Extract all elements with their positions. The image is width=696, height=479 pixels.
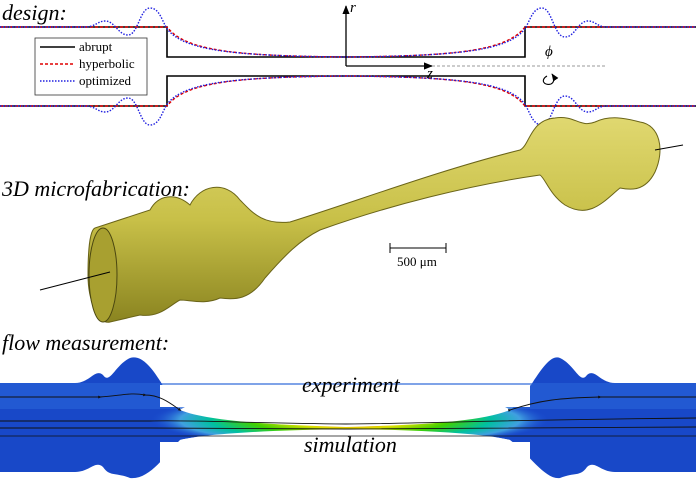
scale-bar	[389, 243, 447, 253]
legend-label-optimized: optimized	[79, 73, 131, 88]
legend: abrupt hyperbolic optimized	[34, 37, 148, 96]
design-title: design:	[2, 0, 67, 25]
experiment-label: experiment	[302, 372, 401, 397]
axes	[342, 5, 606, 85]
microfabrication-title: 3D microfabrication:	[1, 176, 190, 201]
microfabricated-channel-3d	[39, 117, 684, 323]
scale-bar-label: 500 μm	[397, 254, 437, 269]
optimized-profile	[0, 7, 696, 126]
simulation-label: simulation	[304, 432, 397, 457]
axis-z-label: z	[426, 66, 433, 82]
legend-label-abrupt: abrupt	[79, 39, 113, 54]
legend-label-hyperbolic: hyperbolic	[79, 56, 135, 71]
flow-title: flow measurement:	[2, 330, 169, 355]
streamlines	[0, 394, 696, 437]
axis-phi-label: ϕ	[545, 44, 553, 60]
axis-r-label: r	[350, 0, 356, 16]
